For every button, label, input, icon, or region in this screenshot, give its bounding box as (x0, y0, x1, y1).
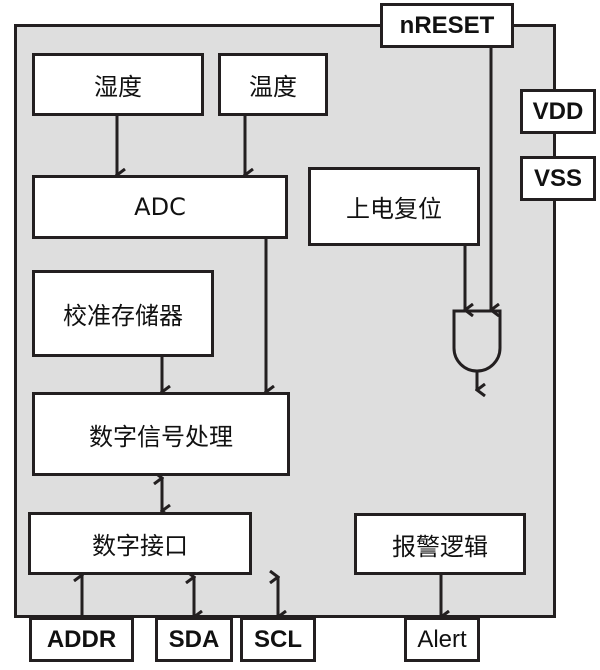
vss-pin: VSS (520, 156, 596, 201)
adc-block: ADC (32, 175, 288, 239)
alarm-logic-block: 报警逻辑 (354, 513, 526, 575)
calibration-memory-block: 校准存储器 (32, 270, 214, 357)
sda-pin: SDA (155, 617, 233, 662)
dsp-block: 数字信号处理 (32, 392, 290, 476)
scl-pin: SCL (240, 617, 316, 662)
humidity-block: 湿度 (32, 53, 204, 116)
alert-pin: Alert (404, 617, 480, 662)
vdd-pin: VDD (520, 89, 596, 134)
temperature-block: 温度 (218, 53, 328, 116)
nreset-pin: nRESET (380, 3, 514, 48)
addr-pin: ADDR (29, 617, 134, 662)
power-on-reset-block: 上电复位 (308, 167, 480, 246)
digital-interface-block: 数字接口 (28, 512, 252, 575)
